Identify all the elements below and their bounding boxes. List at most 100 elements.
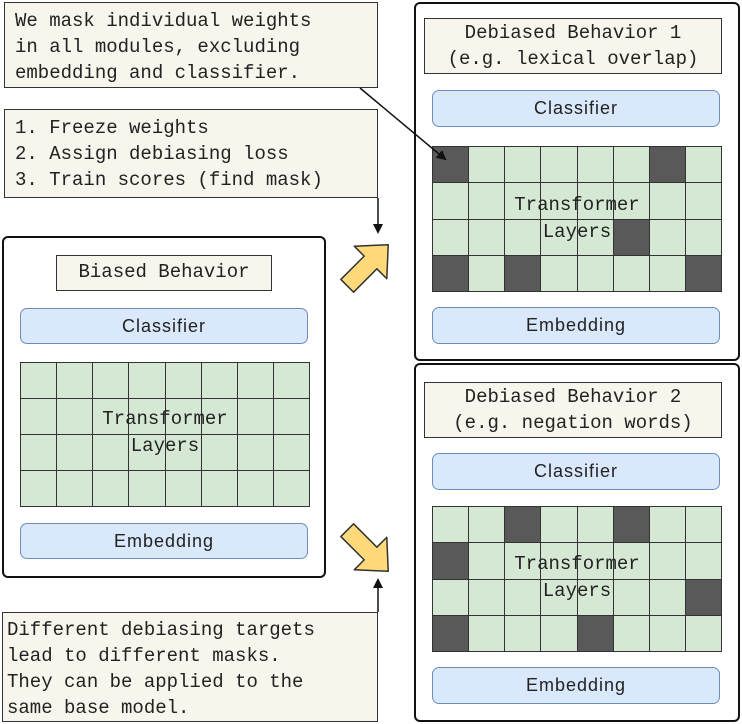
weight-cell	[505, 183, 542, 220]
weight-cell	[649, 183, 686, 220]
classifier-label: Classifier	[533, 98, 618, 118]
note-line: We mask individual weights	[15, 10, 312, 32]
step-line: 1. Freeze weights	[15, 117, 209, 139]
weight-cell	[165, 399, 202, 435]
weight-cell	[469, 219, 506, 256]
weight-cell	[505, 579, 542, 616]
weight-cell	[577, 219, 614, 256]
weight-cell	[577, 147, 614, 184]
weight-cell	[505, 615, 542, 652]
masked-weight-cell	[433, 255, 470, 292]
debiased-2-title-line2: (e.g. negation words)	[453, 412, 693, 434]
weight-cell	[505, 147, 542, 184]
weight-cell	[541, 615, 578, 652]
weight-cell	[649, 615, 686, 652]
weight-cell	[165, 363, 202, 399]
note-line: same base model.	[7, 697, 190, 719]
weight-cell	[129, 471, 166, 507]
block-arrow-up-right	[340, 244, 389, 293]
block-arrow-down-right	[340, 523, 389, 572]
embedding-label: Embedding	[525, 315, 627, 335]
weight-cell	[201, 399, 238, 435]
weight-cell	[613, 543, 650, 580]
weight-cell	[613, 615, 650, 652]
debiased-2-title: Debiased Behavior 2 (e.g. negation words…	[424, 382, 722, 438]
weight-cell	[273, 471, 310, 507]
debiased-2-transformer-grid	[432, 506, 722, 652]
debiased-2-panel: Debiased Behavior 2 (e.g. negation words…	[414, 363, 740, 722]
weight-cell	[649, 507, 686, 544]
debiased-1-transformer-grid	[432, 146, 722, 292]
weight-cell	[21, 471, 58, 507]
weight-cell	[129, 435, 166, 471]
embedding-label: Embedding	[113, 530, 215, 551]
weight-cell	[649, 579, 686, 616]
weight-cell	[541, 255, 578, 292]
weight-cell	[469, 183, 506, 220]
weight-cell	[613, 147, 650, 184]
weight-cell	[57, 363, 94, 399]
weight-cell	[237, 471, 274, 507]
masked-weight-cell	[433, 543, 470, 580]
note-different-masks: Different debiasing targets lead to diff…	[2, 612, 378, 722]
embedding-label: Embedding	[525, 675, 627, 695]
weight-cell	[685, 507, 722, 544]
step-line: 2. Assign debiasing loss	[15, 143, 289, 165]
weight-cell	[433, 579, 470, 616]
weight-cell	[469, 255, 506, 292]
weight-cell	[21, 399, 58, 435]
biased-title: Biased Behavior	[56, 255, 272, 291]
weight-cell	[273, 399, 310, 435]
weight-cell	[541, 579, 578, 616]
weight-cell	[237, 363, 274, 399]
weight-cell	[577, 507, 614, 544]
masked-weight-cell	[505, 507, 542, 544]
debiased-1-title-line2: (e.g. lexical overlap)	[447, 48, 699, 70]
note-line: embedding and classifier.	[15, 62, 301, 84]
masked-weight-cell	[685, 255, 722, 292]
weight-cell	[541, 147, 578, 184]
weight-cell	[201, 363, 238, 399]
weight-cell	[541, 507, 578, 544]
debiased-1-title-line1: Debiased Behavior 1	[464, 22, 682, 44]
biased-classifier: Classifier	[20, 308, 308, 344]
weight-cell	[129, 399, 166, 435]
weight-cell	[469, 615, 506, 652]
note-mask-description: We mask individual weights in all module…	[4, 2, 378, 88]
weight-cell	[505, 219, 542, 256]
weight-cell	[613, 255, 650, 292]
step-line: 3. Train scores (find mask)	[15, 169, 323, 191]
weight-cell	[93, 399, 130, 435]
weight-cell	[433, 507, 470, 544]
weight-cell	[649, 543, 686, 580]
debiased-2-classifier: Classifier	[432, 453, 720, 490]
weight-cell	[165, 471, 202, 507]
masked-weight-cell	[613, 507, 650, 544]
weight-cell	[93, 471, 130, 507]
weight-cell	[649, 255, 686, 292]
debiased-2-title-line1: Debiased Behavior 2	[464, 386, 682, 408]
note-training-steps: 1. Freeze weights 2. Assign debiasing lo…	[4, 109, 378, 198]
weight-cell	[685, 147, 722, 184]
weight-cell	[237, 399, 274, 435]
masked-weight-cell	[433, 615, 470, 652]
note-line: Different debiasing targets	[7, 619, 315, 641]
weight-cell	[685, 615, 722, 652]
weight-cell	[273, 363, 310, 399]
debiased-2-embedding: Embedding	[432, 667, 720, 704]
pointer-arrow-to-masked-cell	[359, 87, 447, 161]
biased-embedding: Embedding	[20, 523, 308, 559]
note-line: lead to different masks.	[7, 645, 281, 667]
weight-cell	[577, 579, 614, 616]
weight-cell	[577, 543, 614, 580]
weight-cell	[201, 435, 238, 471]
debiased-1-classifier: Classifier	[432, 90, 720, 127]
weight-cell	[469, 543, 506, 580]
weight-cell	[469, 147, 506, 184]
weight-cell	[541, 183, 578, 220]
weight-cell	[685, 219, 722, 256]
weight-cell	[273, 435, 310, 471]
weight-cell	[21, 363, 58, 399]
weight-cell	[469, 507, 506, 544]
